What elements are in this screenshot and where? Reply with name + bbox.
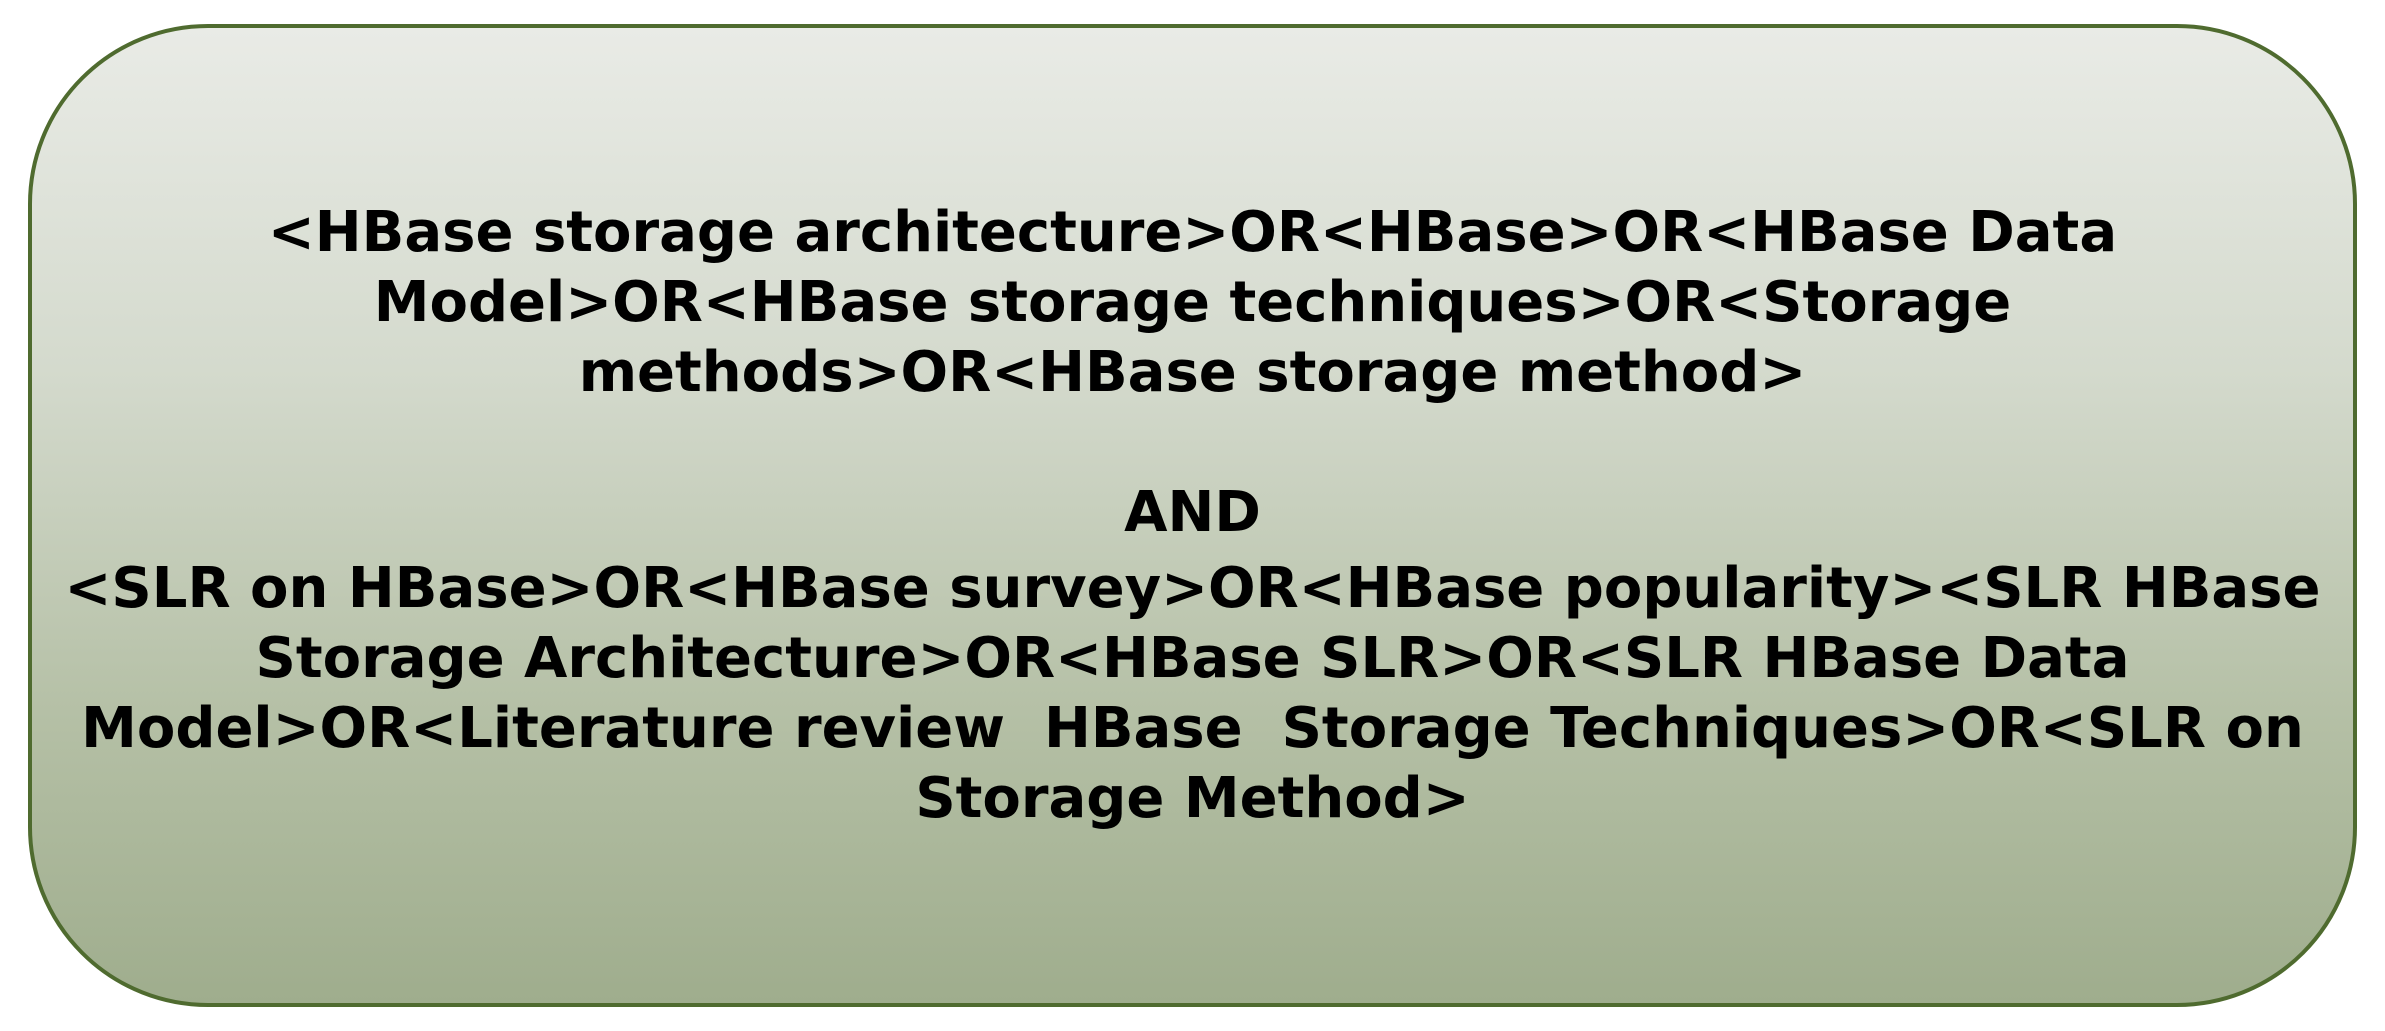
query-line: <SLR on HBase>OR<HBase survey>OR<HBase p… xyxy=(64,555,2321,621)
query-line: methods>OR<HBase storage method> xyxy=(578,339,1807,405)
query-block-slr: <SLR on HBase>OR<HBase survey>OR<HBase p… xyxy=(65,554,2321,834)
and-operator: AND xyxy=(1124,479,1261,545)
query-line: Model>OR<HBase storage techniques>OR<Sto… xyxy=(373,269,2012,335)
query-line: <HBase storage architecture>OR<HBase>OR<… xyxy=(267,199,2118,265)
query-line: Storage Architecture>OR<HBase SLR>OR<SLR… xyxy=(255,625,2130,691)
query-line: Model>OR<Literature review HBase Storage… xyxy=(81,695,2304,761)
search-query-box: <HBase storage architecture>OR<HBase>OR<… xyxy=(28,24,2357,1007)
query-line: Storage Method> xyxy=(915,765,1470,831)
query-block-hbase-storage: <HBase storage architecture>OR<HBase>OR<… xyxy=(268,198,2117,408)
